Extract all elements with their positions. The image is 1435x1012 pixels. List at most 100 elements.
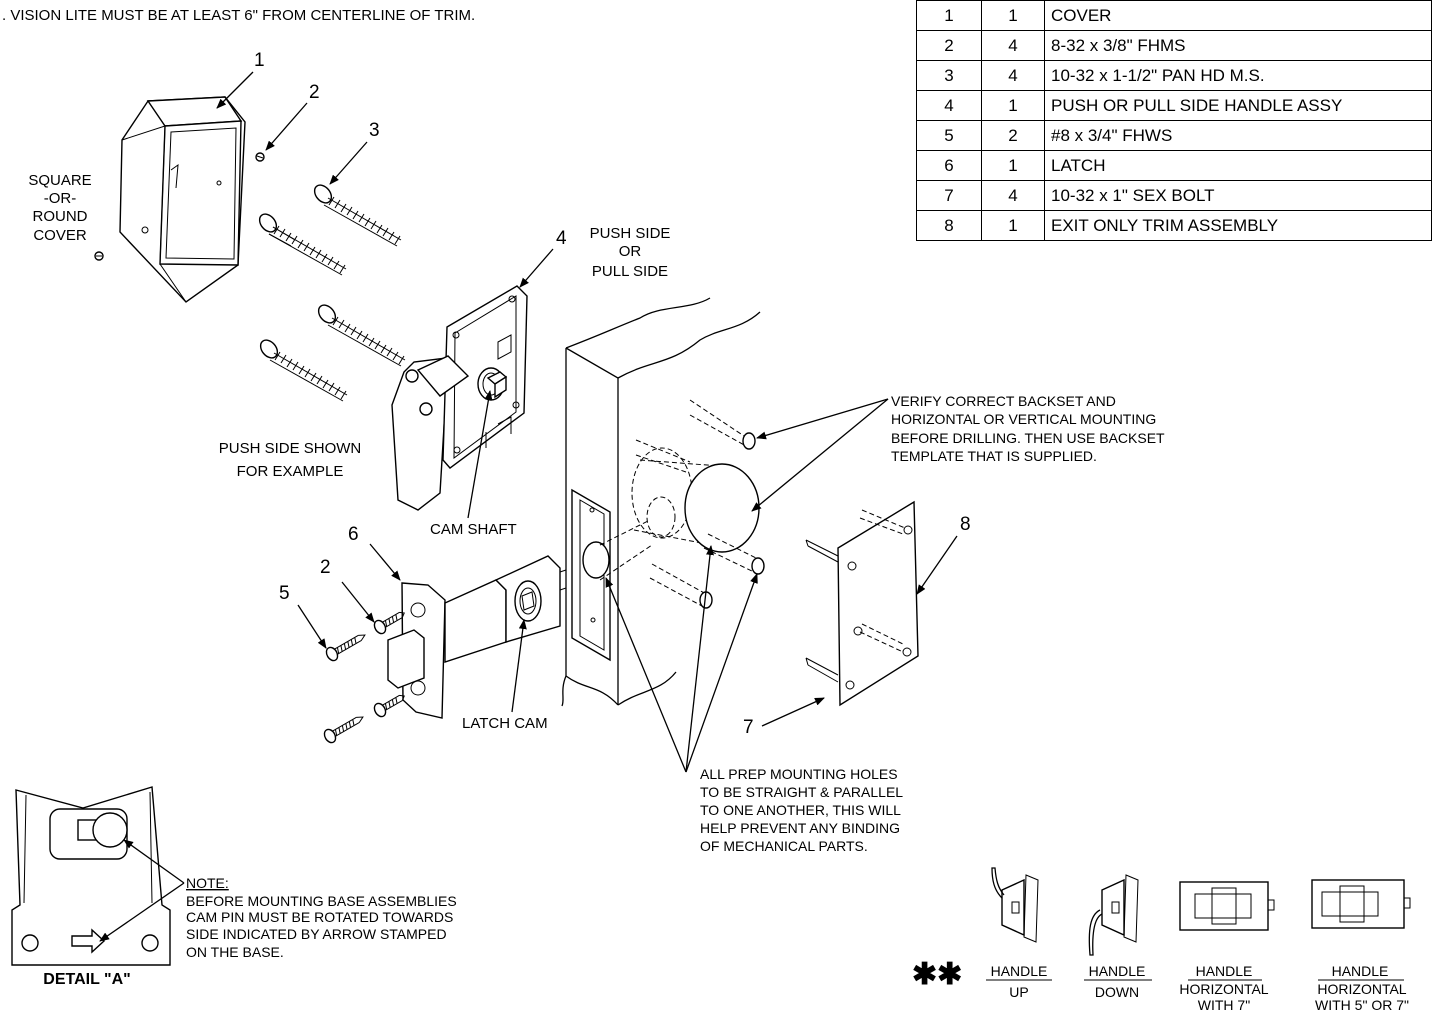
- detail-a-title: DETAIL "A": [43, 971, 130, 988]
- cam-shaft-label: CAM SHAFT: [430, 521, 517, 538]
- svg-text:BEFORE MOUNTING BASE ASSEMBLIE: BEFORE MOUNTING BASE ASSEMBLIES: [186, 893, 457, 909]
- callout-6: 6: [348, 524, 359, 545]
- svg-text:COVER: COVER: [33, 227, 87, 244]
- leader-detail-2: [99, 882, 185, 942]
- svg-text:HORIZONTAL: HORIZONTAL: [1317, 981, 1406, 997]
- svg-text:SIDE INDICATED BY ARROW STAMPE: SIDE INDICATED BY ARROW STAMPED: [186, 926, 447, 942]
- bom-cell-item: 6: [916, 150, 982, 181]
- cam-pin-note: NOTE: BEFORE MOUNTING BASE ASSEMBLIES CA…: [186, 875, 457, 960]
- svg-text:PUSH SIDE: PUSH SIDE: [590, 225, 671, 242]
- bom-cell-desc: EXIT ONLY TRIM ASSEMBLY: [1044, 210, 1432, 241]
- bom-cell-qty: 4: [981, 60, 1045, 91]
- callout-5: 5: [279, 583, 290, 604]
- bore-hole: [599, 399, 765, 609]
- svg-text:BEFORE DRILLING. THEN USE BACK: BEFORE DRILLING. THEN USE BACKSET: [891, 430, 1165, 446]
- latch-cam-label: LATCH CAM: [462, 715, 548, 732]
- double-asterisk: ✱✱: [912, 958, 962, 991]
- bom-cell-qty: 2: [981, 120, 1045, 151]
- leader-2b: [341, 581, 375, 623]
- cover-part: [119, 96, 246, 303]
- push-pull-label: PUSH SIDE OR PULL SIDE: [590, 225, 671, 280]
- cover-screw-small: [94, 251, 104, 261]
- svg-text:OF MECHANICAL PARTS.: OF MECHANICAL PARTS.: [700, 838, 868, 854]
- leader-latch-cam: [511, 619, 527, 713]
- svg-text:-OR-: -OR-: [44, 190, 77, 207]
- svg-text:TO ONE ANOTHER, THIS WILL: TO ONE ANOTHER, THIS WILL: [700, 802, 901, 818]
- svg-text:ON THE BASE.: ON THE BASE.: [186, 944, 284, 960]
- bom-cell-desc: LATCH: [1044, 150, 1432, 181]
- svg-text:HELP PREVENT ANY BINDING: HELP PREVENT ANY BINDING: [700, 820, 900, 836]
- svg-text:HANDLE: HANDLE: [1196, 963, 1253, 979]
- leader-4: [519, 248, 554, 288]
- leader-6: [369, 543, 401, 581]
- bom-cell-item: 3: [916, 60, 982, 91]
- leader-verify-2: [751, 398, 889, 512]
- bom-cell-qty: 1: [981, 150, 1045, 181]
- svg-text:NOTE:: NOTE:: [186, 875, 229, 891]
- bom-cell-qty: 4: [981, 30, 1045, 61]
- leader-3: [329, 141, 368, 185]
- svg-text:ROUND: ROUND: [33, 208, 88, 225]
- leader-5: [297, 604, 327, 649]
- leader-7: [761, 697, 825, 727]
- svg-text:UP: UP: [1009, 984, 1028, 1000]
- prep-note: ALL PREP MOUNTING HOLES TO BE STRAIGHT &…: [700, 766, 903, 854]
- latch-screws: [323, 611, 405, 744]
- callout-7: 7: [743, 717, 754, 738]
- callout-1: 1: [254, 50, 265, 71]
- long-screws-3: [258, 184, 406, 402]
- leader-2: [265, 102, 308, 151]
- handle-horizontal-5-or-7-figure: HANDLE HORIZONTAL WITH 5" OR 7": [1311, 879, 1411, 1012]
- svg-text:OR: OR: [619, 243, 642, 260]
- bom-cell-desc: 8-32 x 3/8" FHMS: [1044, 30, 1432, 61]
- handle-up-figure: HANDLE UP: [986, 867, 1052, 1000]
- svg-text:VERIFY CORRECT BACKSET AND: VERIFY CORRECT BACKSET AND: [891, 393, 1116, 409]
- push-side-shown-label: PUSH SIDE SHOWN FOR EXAMPLE: [219, 440, 362, 480]
- detail-a-view: [11, 786, 171, 966]
- bom-cell-desc: 10-32 x 1" SEX BOLT: [1044, 180, 1432, 211]
- leader-prep-3: [685, 573, 758, 773]
- svg-text:HANDLE: HANDLE: [991, 963, 1048, 979]
- leader-verify-1: [756, 398, 889, 440]
- verify-note: VERIFY CORRECT BACKSET AND HORIZONTAL OR…: [891, 393, 1165, 464]
- callout-4: 4: [556, 228, 567, 249]
- svg-text:WITH 7": WITH 7": [1198, 997, 1250, 1012]
- exit-trim-8: [805, 500, 919, 707]
- handle-assembly-4: [391, 285, 528, 511]
- svg-text:PUSH SIDE SHOWN: PUSH SIDE SHOWN: [219, 440, 362, 457]
- bom-cell-item: 8: [916, 210, 982, 241]
- svg-text:CAM PIN MUST BE ROTATED TOWARD: CAM PIN MUST BE ROTATED TOWARDS: [186, 909, 453, 925]
- latch-6: [387, 555, 567, 719]
- bom-cell-item: 7: [916, 180, 982, 211]
- bom-cell-desc: PUSH OR PULL SIDE HANDLE ASSY: [1044, 90, 1432, 121]
- leader-8: [916, 535, 958, 595]
- handle-down-figure: HANDLE DOWN: [1084, 874, 1152, 1000]
- bom-cell-qty: 1: [981, 210, 1045, 241]
- svg-text:HANDLE: HANDLE: [1332, 963, 1389, 979]
- door-section: [561, 297, 761, 707]
- cover-label: SQUARE -OR- ROUND COVER: [28, 172, 91, 244]
- svg-text:TEMPLATE THAT IS SUPPLIED.: TEMPLATE THAT IS SUPPLIED.: [891, 448, 1097, 464]
- leader-detail-1: [123, 839, 185, 884]
- callout-2b: 2: [320, 557, 331, 578]
- callout-3: 3: [369, 120, 380, 141]
- leader-prep-2: [685, 545, 714, 773]
- svg-text:HORIZONTAL OR VERTICAL MOUNTIN: HORIZONTAL OR VERTICAL MOUNTING: [891, 411, 1156, 427]
- svg-text:FOR EXAMPLE: FOR EXAMPLE: [237, 463, 344, 480]
- handle-horizontal-7-figure: HANDLE HORIZONTAL WITH 7": [1179, 881, 1275, 1012]
- bom-cell-qty: 1: [981, 90, 1045, 121]
- svg-text:PULL SIDE: PULL SIDE: [592, 263, 668, 280]
- svg-text:WITH 5" OR 7": WITH 5" OR 7": [1315, 997, 1409, 1012]
- small-screw-2: [255, 152, 265, 162]
- svg-text:TO BE STRAIGHT & PARALLEL: TO BE STRAIGHT & PARALLEL: [700, 784, 903, 800]
- leader-1: [216, 71, 254, 109]
- callout-8: 8: [960, 514, 971, 535]
- leader-cam-shaft: [467, 390, 493, 519]
